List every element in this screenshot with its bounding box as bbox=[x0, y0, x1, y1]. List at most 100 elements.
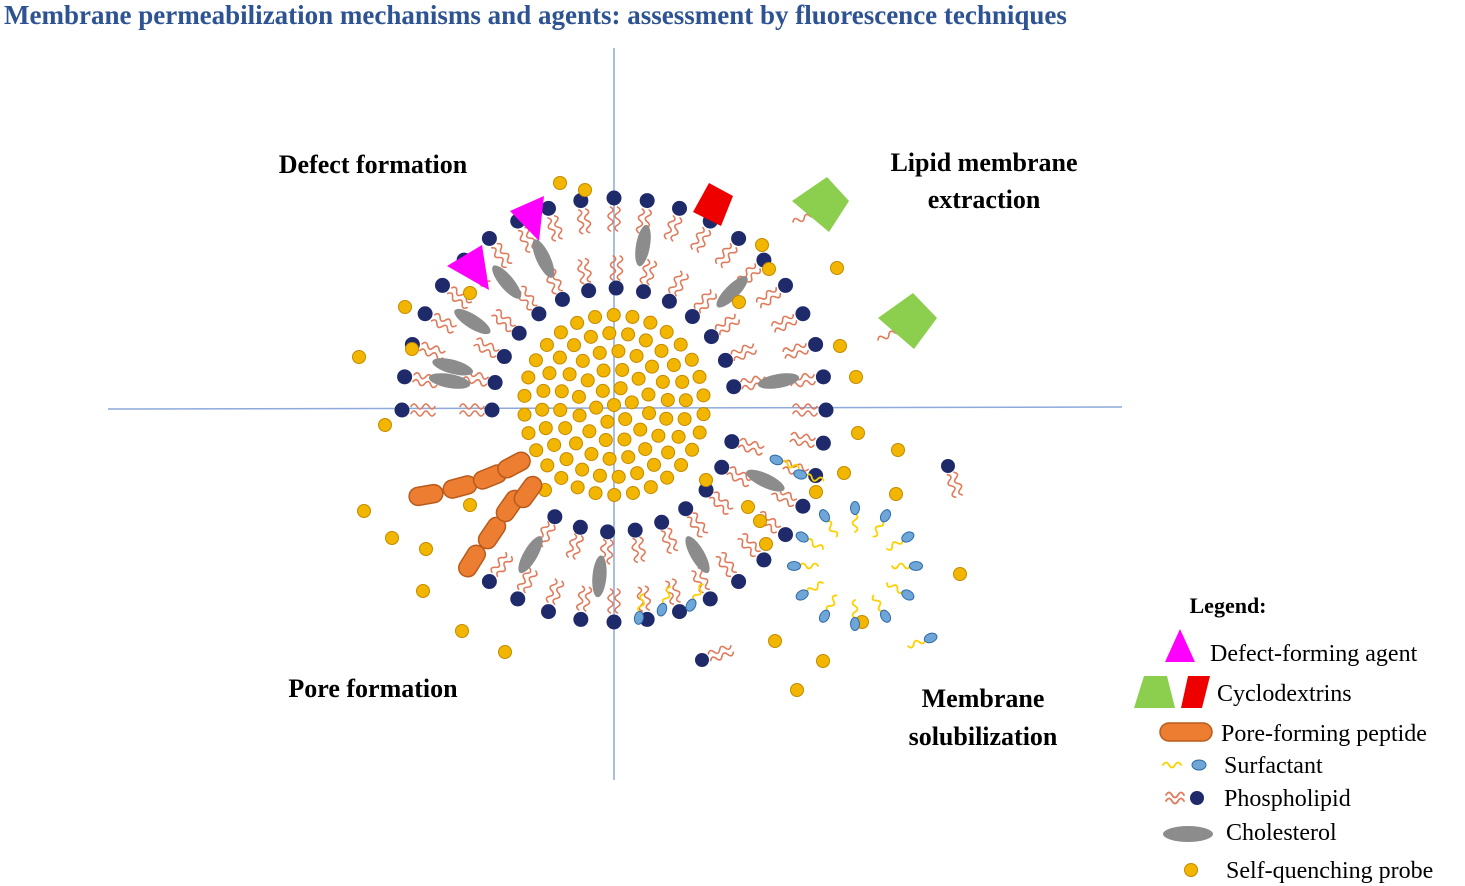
self-quenching-probe bbox=[352, 350, 366, 364]
phospholipid-tail bbox=[519, 284, 540, 308]
self-quenching-probe bbox=[830, 261, 844, 275]
self-quenching-probe bbox=[891, 443, 905, 457]
phospholipid-head bbox=[511, 325, 527, 341]
self-quenching-probe bbox=[790, 683, 804, 697]
self-quenching-probe bbox=[644, 359, 659, 374]
self-quenching-probe bbox=[592, 345, 607, 360]
phospholipid-head bbox=[698, 482, 714, 498]
self-quenching-probe bbox=[540, 458, 555, 473]
self-quenching-probe bbox=[762, 262, 776, 276]
phospholipid-head bbox=[627, 522, 643, 538]
phospholipid-tail bbox=[642, 585, 653, 612]
phospholipid-tail bbox=[459, 410, 485, 417]
cholesterol bbox=[746, 469, 785, 492]
phospholipid-head bbox=[510, 591, 526, 607]
self-quenching-probe bbox=[613, 381, 628, 396]
self-quenching-probe bbox=[646, 457, 661, 472]
phospholipid-tail bbox=[609, 255, 617, 281]
self-quenching-probe bbox=[660, 470, 675, 485]
surfactant-tail bbox=[799, 562, 819, 570]
phospholipid-tail bbox=[662, 579, 677, 606]
self-quenching-probe bbox=[517, 407, 532, 422]
page-title: Membrane permeabilization mechanisms and… bbox=[4, 0, 1067, 30]
legend-label-defect-agent: Defect-forming agent bbox=[1210, 641, 1418, 667]
self-quenching-probe bbox=[851, 426, 865, 440]
self-quenching-probe bbox=[638, 333, 653, 348]
self-quenching-probe bbox=[732, 295, 746, 309]
surfactant-head bbox=[818, 609, 831, 623]
self-quenching-probe bbox=[617, 432, 632, 447]
phospholipid-tail bbox=[489, 245, 509, 270]
phospholipid-head bbox=[606, 614, 622, 630]
legend-label-cholesterol: Cholesterol bbox=[1226, 820, 1337, 846]
self-quenching-probe bbox=[685, 442, 700, 457]
self-quenching-probe bbox=[598, 433, 613, 448]
phospholipid-head bbox=[654, 514, 670, 530]
self-quenching-probe bbox=[583, 329, 598, 344]
legend-label-phospholipid: Phospholipid bbox=[1224, 786, 1351, 812]
self-quenching-probe bbox=[889, 487, 903, 501]
self-quenching-probe bbox=[666, 358, 681, 373]
surfactant-tail bbox=[805, 536, 826, 553]
self-quenching-probe bbox=[625, 309, 640, 324]
self-quenching-probe bbox=[580, 373, 595, 388]
cyclodextrin-red-icon bbox=[693, 183, 733, 226]
phospholipid-head bbox=[717, 352, 733, 368]
self-quenching-probe bbox=[618, 412, 633, 427]
surfactant-head bbox=[656, 602, 668, 617]
self-quenching-probe bbox=[463, 286, 477, 300]
self-quenching-probe bbox=[759, 537, 773, 551]
phospholipid-tail bbox=[719, 550, 739, 575]
legend-label-pore-peptide: Pore-forming peptide bbox=[1221, 721, 1427, 747]
label-pore-formation: Pore formation bbox=[288, 674, 458, 703]
phospholipid-head bbox=[606, 190, 622, 206]
self-quenching-probe bbox=[699, 473, 713, 487]
pore-forming-peptide-icon bbox=[408, 451, 531, 507]
phospholipid-tail bbox=[636, 536, 648, 563]
self-quenching-probe bbox=[498, 645, 512, 659]
phospholipid-tail bbox=[582, 207, 593, 234]
legend-label-surfactant: Surfactant bbox=[1224, 753, 1323, 779]
self-quenching-probe bbox=[528, 353, 543, 368]
cyclodextrin-green-icon bbox=[792, 177, 849, 232]
pore-forming-peptide-icon bbox=[458, 475, 543, 578]
surfactant-tail bbox=[824, 593, 840, 614]
surfactant-head bbox=[909, 561, 923, 571]
self-quenching-probe bbox=[755, 238, 769, 252]
surfactant-head bbox=[818, 509, 831, 523]
phospholipid-tail bbox=[614, 206, 621, 232]
cholesterol bbox=[532, 239, 555, 278]
label-lipid-extraction-line2: extraction bbox=[928, 185, 1041, 214]
surfactant-icon bbox=[1162, 759, 1207, 771]
phospholipid-head bbox=[703, 329, 719, 345]
surfactant-head bbox=[850, 617, 860, 631]
phospholipid-head bbox=[818, 402, 834, 418]
self-quenching-probe bbox=[849, 370, 863, 384]
self-quenching-probe bbox=[558, 421, 573, 436]
phospholipid-head bbox=[684, 309, 700, 325]
phospholipid-tail bbox=[606, 539, 614, 565]
self-quenching-probe bbox=[529, 443, 544, 458]
legend-label-cyclodextrins: Cyclodextrins bbox=[1217, 681, 1352, 707]
surfactant-head bbox=[795, 589, 809, 601]
self-quenching-probe bbox=[643, 315, 658, 330]
surfactant-head bbox=[787, 561, 801, 571]
self-quenching-probe bbox=[611, 469, 626, 484]
phospholipid-head bbox=[672, 604, 688, 620]
phospholipid-head bbox=[540, 200, 556, 216]
cholesterol bbox=[685, 536, 710, 574]
self-quenching-probe bbox=[659, 325, 674, 340]
surfactant-tail bbox=[824, 518, 840, 539]
cholesterol bbox=[454, 308, 491, 335]
phospholipid-head bbox=[484, 402, 500, 418]
self-quenching-probe bbox=[953, 567, 967, 581]
phospholipid-head bbox=[481, 230, 497, 246]
phospholipid-head bbox=[678, 501, 694, 517]
cholesterol bbox=[492, 265, 522, 299]
phospholipid-tail bbox=[575, 258, 587, 285]
self-quenching-probe bbox=[584, 447, 599, 462]
self-quenching-probe bbox=[607, 487, 622, 502]
phospholipid-head bbox=[941, 459, 955, 473]
legend-title: Legend: bbox=[1190, 593, 1267, 618]
self-quenching-probe bbox=[589, 400, 604, 415]
